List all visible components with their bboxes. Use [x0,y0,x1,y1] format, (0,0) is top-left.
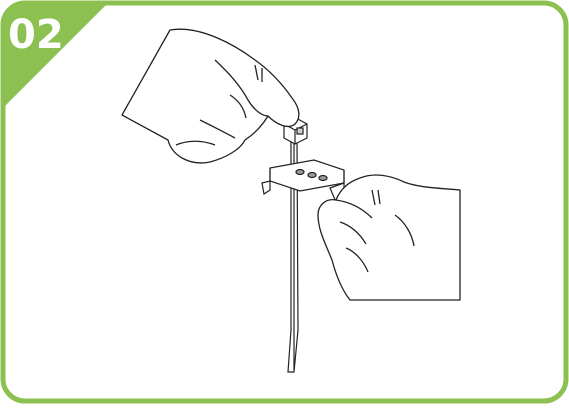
lower-hand [318,175,460,300]
frame-border [3,3,566,401]
step-number: 02 [8,10,78,60]
